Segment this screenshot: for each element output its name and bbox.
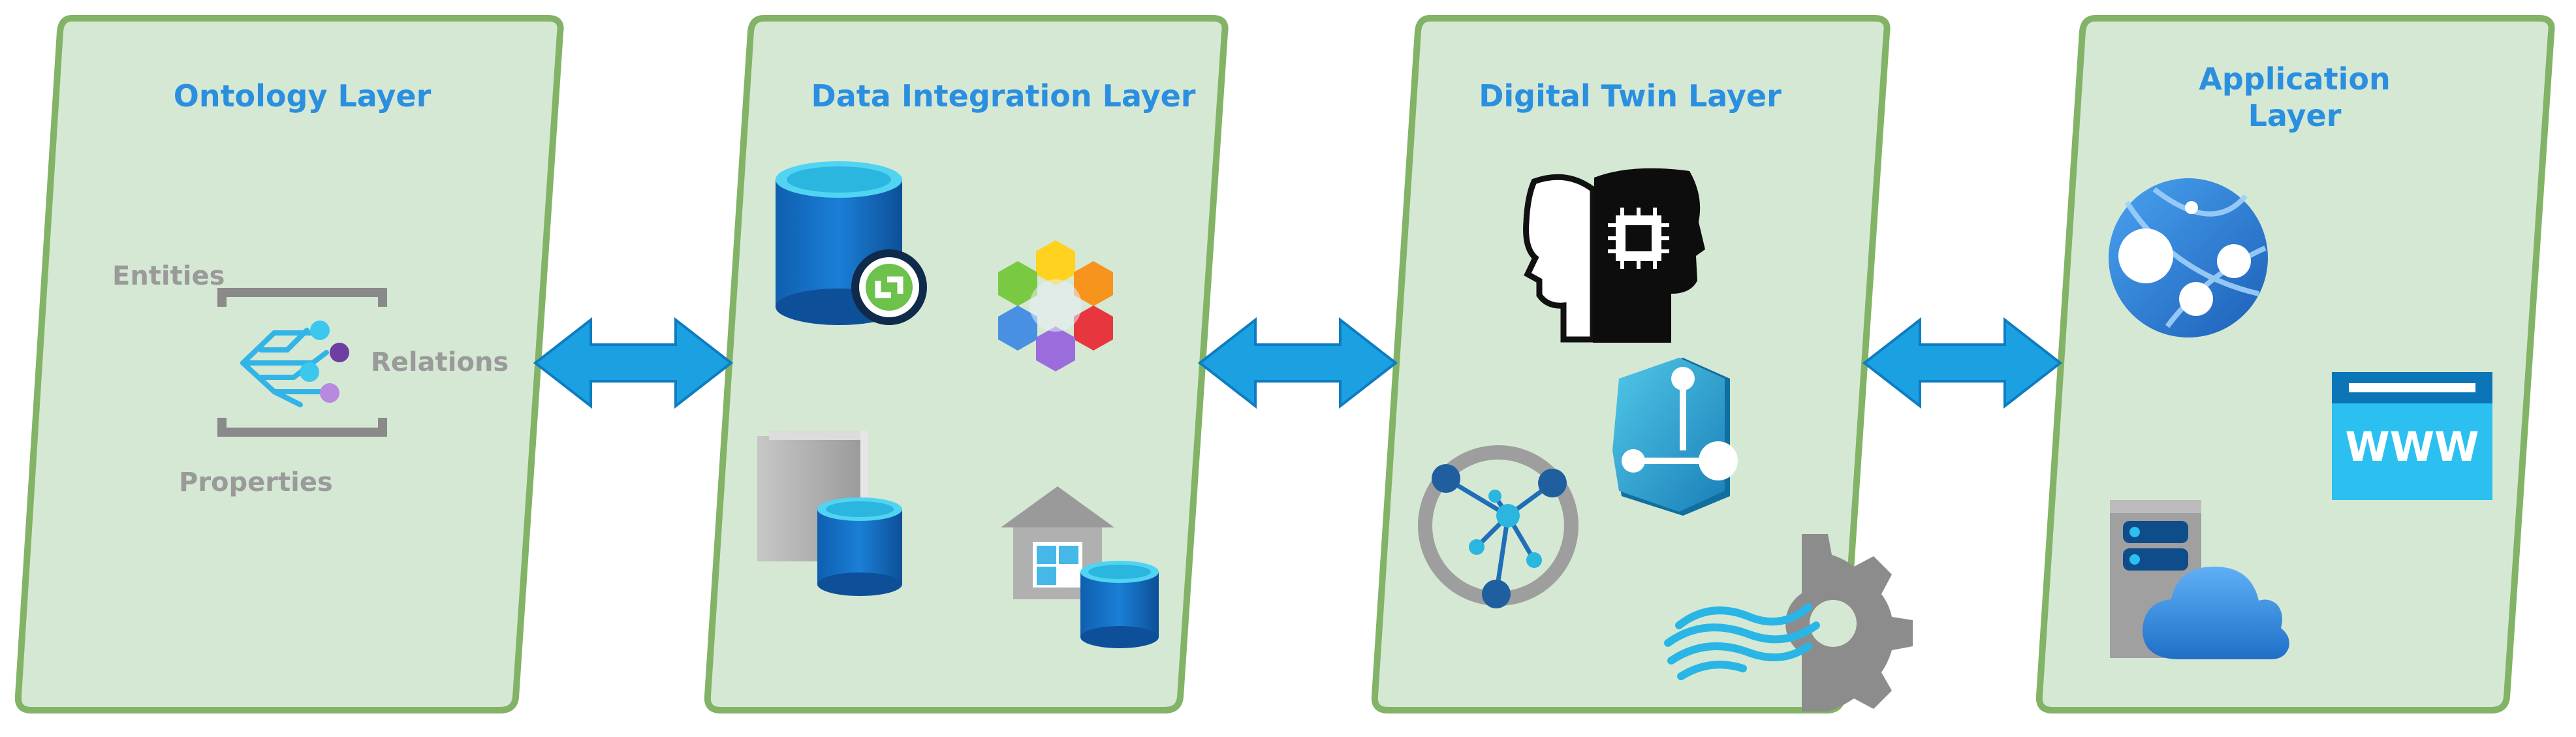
application-layer-title-line1: Application xyxy=(2199,61,2390,97)
digital-twin-hex-icon xyxy=(1612,358,1738,516)
entities-label: Entities xyxy=(112,261,225,291)
arrow-ontology-data xyxy=(533,317,734,409)
ontology-graph-icon xyxy=(217,288,387,437)
www-label: WWW xyxy=(2345,423,2479,471)
arrow-data-twin xyxy=(1197,317,1398,409)
ontology-layer-title: Ontology Layer xyxy=(174,78,432,114)
data-integration-layer-title: Data Integration Layer xyxy=(811,78,1196,114)
book-database-icon xyxy=(757,431,902,596)
iot-gear-icon xyxy=(1664,534,1913,712)
server-cloud-icon xyxy=(2110,500,2289,659)
globe-web-icon xyxy=(2109,178,2268,337)
network-hub-icon xyxy=(1418,445,1579,608)
properties-label: Properties xyxy=(179,467,333,497)
arrow-twin-application xyxy=(1862,317,2063,409)
application-layer-title-line2: Layer xyxy=(2248,98,2342,133)
hexagon-flower-icon xyxy=(998,240,1113,371)
database-sync-icon xyxy=(776,161,927,325)
ai-head-chip-icon xyxy=(1523,168,1705,343)
warehouse-database-icon xyxy=(1001,486,1159,648)
www-browser-icon: WWW xyxy=(2332,372,2492,500)
digital-twin-layer-title: Digital Twin Layer xyxy=(1479,78,1782,114)
relations-label: Relations xyxy=(371,347,509,377)
